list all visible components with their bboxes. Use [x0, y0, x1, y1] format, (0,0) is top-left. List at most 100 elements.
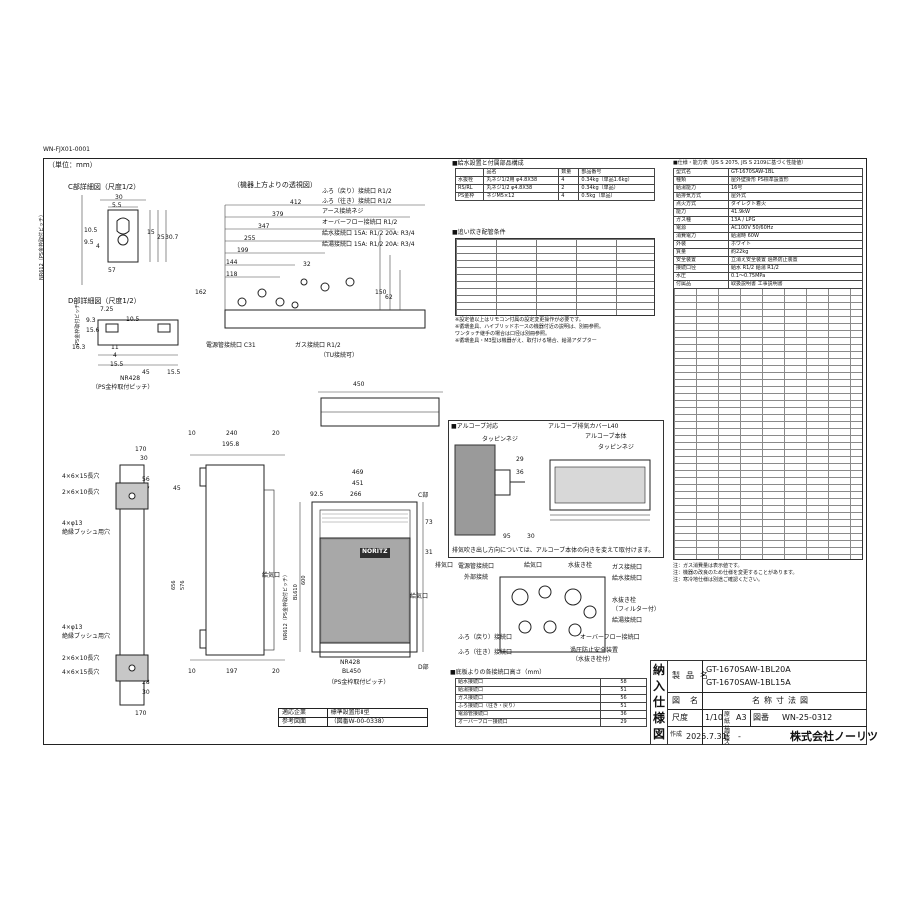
c-dim-15: 15	[147, 229, 155, 236]
sv-dim-656: 656	[171, 580, 177, 590]
c-side-label: NR612（PS金枠取付ピッチ）	[39, 212, 45, 280]
spec-r0-k: 型式名	[673, 168, 729, 177]
lb-label-bushing-bottom: 絶縁ブッシュ用穴	[62, 633, 111, 640]
lb-label-phi13-top: 4×φ13	[62, 520, 83, 527]
bv-dim-32: 32	[303, 261, 311, 268]
bv-label-overflow: オーバーフロー接続口 R1/2	[322, 219, 398, 226]
bc-label-intake: 給気口	[524, 562, 543, 569]
c-detail-drawing	[81, 195, 167, 285]
alcove-note-3: ワンタッチ継手の場合は口径は別冊参照。	[455, 331, 551, 337]
bc-label-power: 電源管接続口	[458, 563, 495, 570]
valve-table: 品名 数量 部品番号 水抜栓 丸ネジ1/2用 φ4.8X38 4 0.34kg（…	[454, 168, 655, 201]
bc-label-furo-supply: ふろ（往き）接続口	[458, 649, 513, 656]
c-dim-25: 25	[157, 234, 165, 241]
bv-dim-144: 144	[226, 259, 238, 266]
c-dim-9-5: 9.5	[84, 239, 94, 246]
fv-label-ps-pitch: （PS金枠取付ピッチ）	[328, 679, 390, 686]
sv-dim-20a: 20	[272, 430, 280, 437]
sv-dim-240: 240	[226, 430, 238, 437]
bc-label-external: 外部接続	[464, 574, 489, 581]
tb-product-value-1: GT-1670SAW-1BL20A	[706, 665, 791, 674]
sv-dim-197: 197	[226, 668, 238, 675]
bv-dim-150: 150	[375, 289, 387, 296]
spec-r7-k: 電源	[673, 224, 729, 233]
fv-label-exhaust: 排気口	[435, 562, 454, 569]
ht-r4-name: 電源管接続口	[455, 710, 601, 719]
tb-vline-2	[722, 709, 723, 745]
side-view-drawing	[190, 454, 285, 661]
tb-drawing-label: 図名	[672, 696, 708, 705]
c-dim-5-5: 5.5	[112, 202, 122, 209]
bv-label-furo-supply: ふろ（往き）接続口 R1/2	[322, 198, 392, 205]
fv-label-d: D部	[418, 664, 429, 671]
d-dim-15-5b: 15.5	[167, 369, 181, 376]
doc-code: WN-FJX01-0001	[43, 146, 90, 153]
lb-label-bushing-top: 絶縁ブッシュ用穴	[62, 529, 111, 536]
spec-r11-k: 安全装置	[673, 256, 729, 265]
d-dim-11: 11	[111, 344, 119, 351]
alcove-note-2: ※循環金具、ハイブリッドホースの機器付近の説明は、別冊参照。	[455, 324, 604, 330]
valve-r1c0: RS/RL	[454, 184, 485, 193]
spec-r9-k: 外装	[673, 240, 729, 249]
bc-label-water-in: 給水接続口	[612, 575, 643, 582]
alcove-label-cover: アルコーブ排気カバーL40	[548, 423, 619, 430]
alcove-dim-29: 29	[516, 456, 524, 463]
fv-side-600: 600	[301, 575, 307, 585]
side-char-2: 仕	[652, 695, 665, 709]
bc-label-hot-out: 給湯接続口	[612, 617, 643, 624]
tb-number-value: WN-25-0312	[782, 713, 833, 722]
d-detail-drawing	[97, 319, 179, 366]
fv-dim-31: 31	[425, 549, 433, 556]
title-side-strip	[650, 660, 668, 745]
side-char-1: 入	[652, 679, 665, 693]
lb-dim-30: 30	[140, 455, 148, 462]
bc-label-relief: 過圧防止安全装置	[570, 647, 619, 654]
ht-r2-val: 56	[600, 694, 647, 703]
ht-r0-val: 58	[600, 678, 647, 687]
d-dim-16-3: 16.3	[72, 344, 86, 351]
spec-r8-k: 消費電力	[673, 232, 729, 241]
tb-number-label: 図番	[753, 713, 769, 722]
ht-r3-val: 51	[600, 702, 647, 711]
ht-r0-name: 給水接続口	[455, 678, 601, 687]
spec-r0-v: GT-1670SAW-1BL	[728, 168, 863, 177]
left-bracket-drawing	[115, 464, 149, 706]
d-dim-15-6: 15.6	[86, 327, 100, 334]
bv-dim-255: 255	[244, 235, 256, 242]
valve-r1c3: 0.34kg（単品）	[578, 184, 655, 193]
ht-r3-name: ふろ接続口（往き・戻り）	[455, 702, 601, 711]
brand-logo: NORITZ	[362, 548, 388, 555]
d-dim-10-5: 10.5	[126, 316, 140, 323]
bottom-view-title: （機器上方よりの透視図）	[233, 181, 317, 189]
tb-date-value: 2025.7.31	[686, 732, 727, 741]
spec-r4-v: ダイレクト着火	[728, 200, 863, 209]
drawing-frame	[43, 158, 867, 745]
tb-vline-3	[750, 709, 751, 726]
sv-dim-576: 576	[180, 580, 186, 590]
bv-label-power: 電源管接続口 C31	[206, 342, 256, 349]
c-dim-4: 4	[96, 243, 100, 250]
bv-dim-199: 199	[237, 247, 249, 254]
tb-product-value-2: GT-1670SAW-1BL15A	[706, 678, 791, 687]
spec-r2-v: 16号	[728, 184, 863, 193]
valve-r0c0: 水抜栓	[454, 176, 485, 185]
spec-r3-v: 屋外式	[728, 192, 863, 201]
spec-note-1: 注：ガス消費量は表示値です。	[673, 563, 743, 569]
tb-line-2	[668, 709, 867, 710]
std-row2-right: （図番W-00-0338）	[326, 717, 429, 727]
fv-dim-266: 266	[350, 491, 362, 498]
bv-label-hot-out: 給湯接続口 15A: R1/2 20A: R3/4	[322, 241, 415, 248]
bv-dim-412: 412	[290, 199, 302, 206]
lb-dim-56: 56	[142, 476, 150, 483]
spec-r10-k: 質量	[673, 248, 729, 257]
d-detail-title: D部詳細図（尺度1/2）	[68, 297, 141, 305]
bc-label-gas: ガス接続口	[612, 564, 643, 571]
valve-h0	[454, 168, 485, 177]
c-dim-57: 57	[108, 267, 116, 274]
unit-top-outline	[318, 391, 443, 427]
top-width-450: 450	[353, 381, 365, 388]
spec-r9-v: ホワイト	[728, 240, 863, 249]
spec-r7-v: AC100V 50/60Hz	[728, 224, 863, 233]
spec-r13-k: 水圧	[673, 272, 729, 281]
